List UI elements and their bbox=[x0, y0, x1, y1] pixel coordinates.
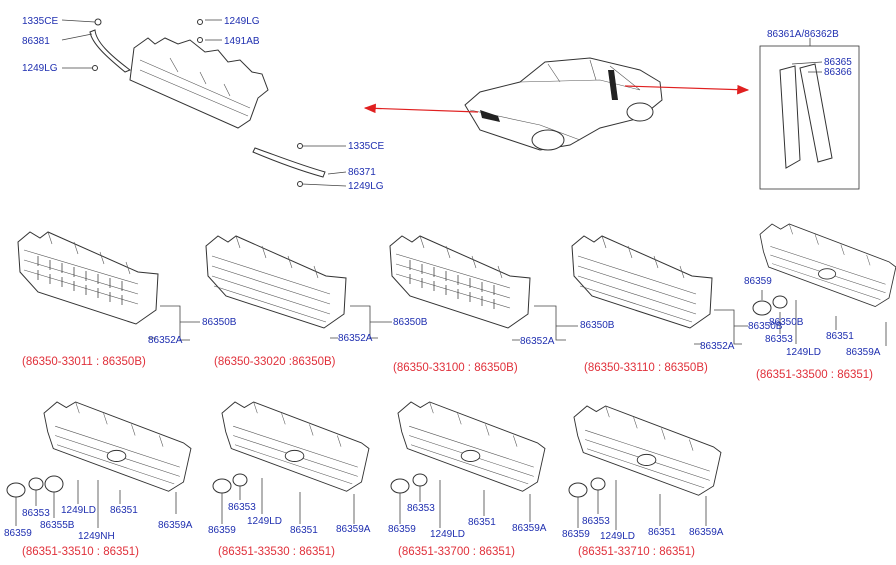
label-g7-86351: 86351 bbox=[290, 525, 318, 536]
caption-g4: (86350-33110 : 86350B) bbox=[584, 362, 708, 374]
label-g5-86351: 86351 bbox=[826, 331, 854, 342]
label-1249lg-b: 1249LG bbox=[224, 16, 260, 27]
label-g1-86352a: 86352A bbox=[148, 335, 183, 346]
label-g8-86359: 86359 bbox=[388, 524, 416, 535]
label-g8-86353: 86353 bbox=[407, 503, 435, 514]
label-g9-86353: 86353 bbox=[582, 516, 610, 527]
label-1335ce-b: 1335CE bbox=[348, 141, 385, 152]
caption-g9: (86351-33710 : 86351) bbox=[578, 546, 696, 558]
label-g6-1249ld: 1249LD bbox=[61, 505, 97, 516]
label-g6-86353: 86353 bbox=[22, 508, 50, 519]
grille-g4 bbox=[571, 235, 713, 329]
label-86365: 86365 bbox=[824, 57, 852, 68]
label-g9-86359a: 86359A bbox=[689, 527, 724, 538]
label-g7-1249ld: 1249LD bbox=[247, 516, 283, 527]
label-1491ab: 1491AB bbox=[224, 36, 260, 47]
caption-g6: (86351-33510 : 86351) bbox=[22, 546, 140, 558]
label-1249lg-a: 1249LG bbox=[22, 63, 58, 74]
label-86361a-86362b: 86361A/86362B bbox=[767, 29, 839, 40]
caption-g3: (86350-33100 : 86350B) bbox=[393, 362, 518, 374]
label-g6-86359: 86359 bbox=[4, 528, 32, 539]
caption-g8: (86351-33700 : 86351) bbox=[398, 546, 516, 558]
grille-g5 bbox=[759, 223, 896, 307]
label-86371: 86371 bbox=[348, 167, 376, 178]
label-g6-86359a: 86359A bbox=[158, 520, 193, 531]
top-grille-assembly bbox=[61, 18, 347, 187]
car-illustration bbox=[464, 57, 663, 151]
pillar-moulding-box bbox=[759, 38, 860, 190]
caption-g1: (86350-33011 : 86350B) bbox=[22, 356, 146, 368]
label-g5-86359a: 86359A bbox=[846, 347, 881, 358]
label-g9-86359: 86359 bbox=[562, 529, 590, 540]
label-g6-1249nh: 1249NH bbox=[78, 531, 115, 542]
label-g7-86359a: 86359A bbox=[336, 524, 371, 535]
label-g5-86350b: 86350B bbox=[769, 317, 804, 328]
grille-g3 bbox=[389, 235, 531, 329]
label-g2-86350b: 86350B bbox=[393, 317, 428, 328]
caption-g5: (86351-33500 : 86351) bbox=[756, 369, 874, 381]
grille-g1 bbox=[17, 231, 159, 325]
label-g4-86352a: 86352A bbox=[700, 341, 735, 352]
label-g4-86350b: 86350B bbox=[748, 321, 783, 332]
label-g3-86352a: 86352A bbox=[520, 336, 555, 347]
label-g5-1249ld: 1249LD bbox=[786, 347, 822, 358]
label-g1-86350b: 86350B bbox=[202, 317, 237, 328]
label-g7-86359: 86359 bbox=[208, 525, 236, 536]
caption-g2: (86350-33020 :86350B) bbox=[214, 356, 336, 368]
label-g8-1249ld: 1249LD bbox=[430, 529, 466, 540]
label-86366: 86366 bbox=[824, 67, 852, 78]
label-g8-86359a: 86359A bbox=[512, 523, 547, 534]
label-g5-86359: 86359 bbox=[744, 276, 772, 287]
caption-g7: (86351-33530 : 86351) bbox=[218, 546, 336, 558]
grille-g2 bbox=[205, 235, 347, 329]
label-86381: 86381 bbox=[22, 36, 50, 47]
label-g6-86355b: 86355B bbox=[40, 520, 75, 531]
label-g8-86351: 86351 bbox=[468, 517, 496, 528]
label-g2-86352a: 86352A bbox=[338, 333, 373, 344]
label-1335ce-a: 1335CE bbox=[22, 16, 59, 27]
label-g7-86353: 86353 bbox=[228, 502, 256, 513]
label-g6-86351: 86351 bbox=[110, 505, 138, 516]
label-1249lg-c: 1249LG bbox=[348, 181, 384, 192]
label-g3-86350b: 86350B bbox=[580, 320, 615, 331]
grille-g6 bbox=[43, 401, 192, 492]
label-g9-1249ld: 1249LD bbox=[600, 531, 636, 542]
label-g9-86351: 86351 bbox=[648, 527, 676, 538]
label-g5-86353: 86353 bbox=[765, 334, 793, 345]
